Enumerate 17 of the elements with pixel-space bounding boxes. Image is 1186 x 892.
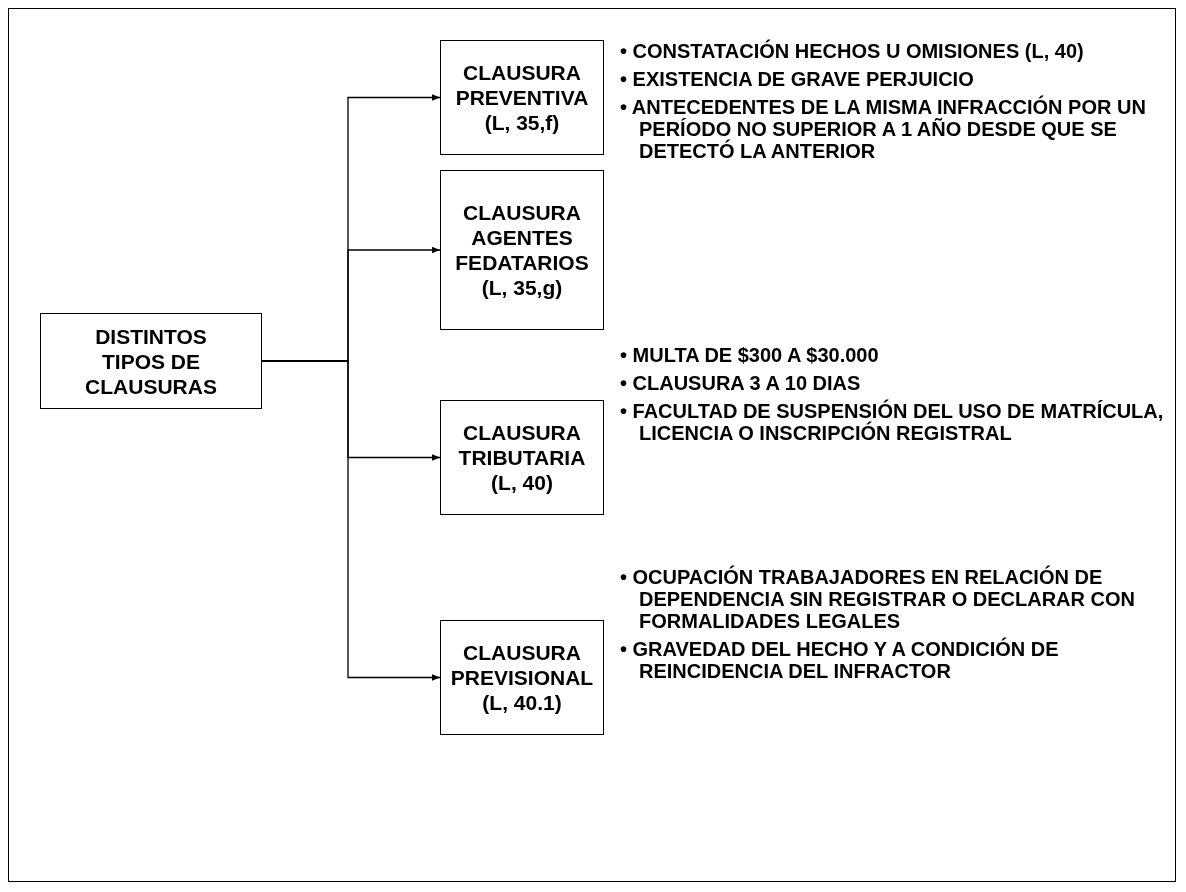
box-label: CLAUSURA AGENTES FEDATARIOS (L, 35,g) (454, 200, 590, 300)
bullet-text: • GRAVEDAD DEL HECHO Y A CONDICIÓN DE REINCIDENCIA DEL INFRACTOR (620, 638, 1060, 682)
box-label: CLAUSURA PREVENTIVA (L, 35,f) (454, 60, 590, 135)
box-label: CLAUSURA TRIBUTARIA (L, 40) (457, 420, 587, 495)
bullet-text: • MULTA DE $300 A $30.000 (620, 344, 879, 366)
process-box (440, 170, 604, 330)
process-box (40, 313, 262, 409)
bullet-text: • OCUPACIÓN TRABAJADORES EN RELACIÓN DE DEPENDENCIA SIN REGISTRAR O DECLARAR CON FORMALIDADES LEGALES (620, 566, 1136, 632)
bullet-text: • ANTECEDENTES DE LA MISMA INFRACCIÓN POR UN PERÍODO NO SUPERIOR A 1 AÑO DESDE QUE SE DETECTÓ LA ANTERIOR (620, 96, 1147, 162)
process-box (440, 40, 604, 155)
box-label: DISTINTOS TIPOS DE CLAUSURAS (84, 323, 218, 399)
bullet-text: • CLAUSURA 3 A 10 DIAS (620, 372, 861, 394)
process-box (440, 400, 604, 515)
bullet-text: • EXISTENCIA DE GRAVE PERJUICIO (620, 68, 974, 90)
bullet-text: • FACULTAD DE SUSPENSIÓN DEL USO DE MATRÍCULA, LICENCIA O INSCRIPCIÓN REGISTRAL (620, 400, 1165, 444)
process-box (440, 620, 604, 735)
box-label: CLAUSURA PREVISIONAL (L, 40.1) (449, 640, 595, 715)
